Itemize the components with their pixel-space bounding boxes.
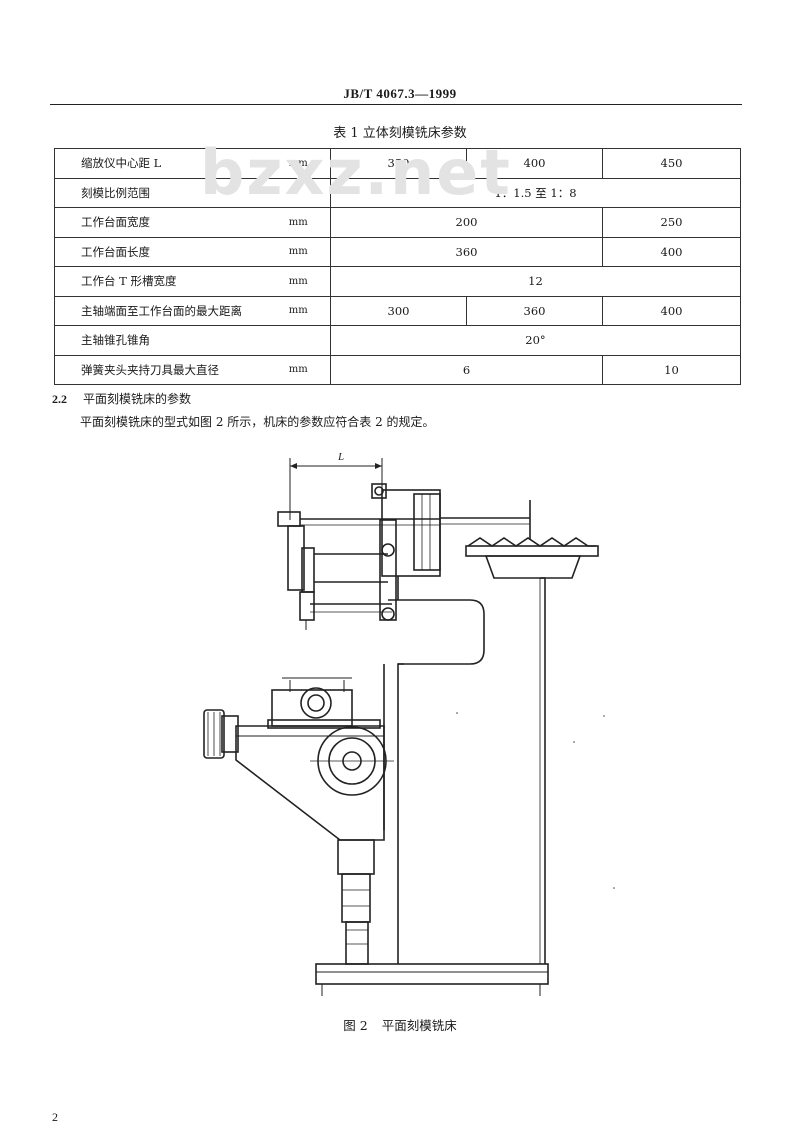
machine-column <box>383 578 546 964</box>
figure-title: 平面刻模铣床 <box>381 1018 457 1033</box>
parameter-value: 400 <box>602 295 741 326</box>
dimension-l <box>289 458 383 520</box>
parameter-name: 工作台面长度 <box>54 236 267 267</box>
standard-number-header: JB/T 4067.3—1999 <box>343 86 457 101</box>
parameter-unit: mm <box>266 295 331 326</box>
figure-caption: 图 2 平面刻模铣床 <box>0 1015 800 1034</box>
machine-base <box>315 963 549 996</box>
parameter-value: 360 <box>466 295 603 326</box>
page-number: 2 <box>52 1110 58 1124</box>
spindle-head <box>371 483 441 577</box>
parameter-value: 400 <box>602 236 741 267</box>
parameter-value: 200 <box>330 207 603 238</box>
parameter-value: 10 <box>602 354 741 385</box>
parameter-name: 主轴端面至工作台面的最大距离 <box>54 295 267 326</box>
body-paragraph: 平面刻模铣床的型式如图 2 所示，机床的参数应符合表 2 的规定。 <box>80 415 435 429</box>
pantograph <box>277 511 440 630</box>
section-heading: 2.2 平面刻模铣床的参数 <box>52 390 191 407</box>
stylus-and-template-table <box>440 500 599 579</box>
parameter-value: 1：1.5 至 1：8 <box>330 177 741 208</box>
parameter-value: 350 <box>330 148 467 179</box>
table-caption: 表 1 立体刻模铣床参数 <box>333 126 467 141</box>
machine-knee <box>203 709 394 841</box>
parameter-value: 300 <box>330 295 467 326</box>
parameter-name: 缩放仪中心距 L <box>54 148 267 179</box>
dimension-label: L <box>337 451 344 463</box>
upper-arm <box>388 576 485 665</box>
parameter-value: 360 <box>330 236 603 267</box>
header-rule <box>50 104 742 105</box>
section-title: 平面刻模铣床的参数 <box>83 392 192 406</box>
parameter-unit: mm <box>266 354 331 385</box>
elevating-screw <box>337 839 375 965</box>
figure-number: 图 2 <box>343 1018 368 1033</box>
section-number: 2.2 <box>52 392 67 406</box>
parameter-unit: mm <box>266 236 331 267</box>
parameter-name: 弹簧夹头夹持刀具最大直径 <box>54 354 267 385</box>
watermark: bzxz.net <box>200 136 512 209</box>
work-table <box>267 677 381 729</box>
parameter-name: 主轴锥孔锥角 <box>54 325 267 356</box>
parameter-value: 400 <box>466 148 603 179</box>
